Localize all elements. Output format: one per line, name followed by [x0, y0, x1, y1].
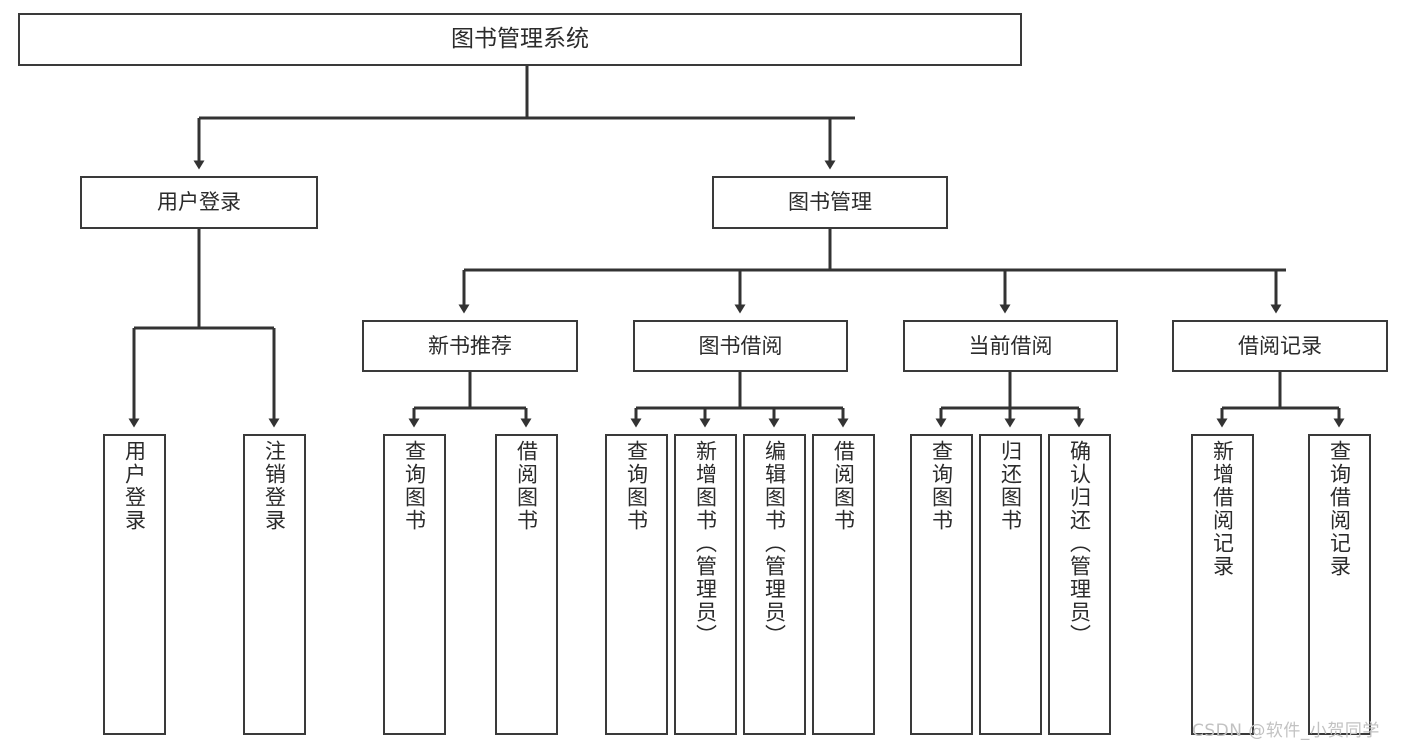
- node-borrow-records-label: 借阅记录: [1238, 333, 1322, 358]
- leaf-borrow-borrow-books[interactable]: 借阅图书: [812, 434, 875, 735]
- node-book-borrow[interactable]: 图书借阅: [633, 320, 848, 372]
- node-root-system[interactable]: 图书管理系统: [18, 13, 1022, 66]
- leaf-label: 用户登录: [122, 440, 147, 532]
- node-borrow-records[interactable]: 借阅记录: [1172, 320, 1388, 372]
- leaf-label: 查询图书: [402, 440, 427, 532]
- leaf-records-query-record[interactable]: 查询借阅记录: [1308, 434, 1371, 735]
- leaf-label: 编辑图书（管理员）: [762, 440, 787, 647]
- leaf-current-query-books[interactable]: 查询图书: [910, 434, 973, 735]
- leaf-current-return-books[interactable]: 归还图书: [979, 434, 1042, 735]
- node-root-label: 图书管理系统: [451, 25, 589, 52]
- node-new-book-recommend[interactable]: 新书推荐: [362, 320, 578, 372]
- leaf-borrow-query-books[interactable]: 查询图书: [605, 434, 668, 735]
- node-current-borrow-label: 当前借阅: [968, 333, 1053, 358]
- leaf-label: 查询借阅记录: [1327, 440, 1352, 578]
- leaf-label: 新增图书（管理员）: [693, 440, 718, 647]
- node-current-borrow[interactable]: 当前借阅: [903, 320, 1118, 372]
- leaf-borrow-add-book-admin[interactable]: 新增图书（管理员）: [674, 434, 737, 735]
- leaf-label: 借阅图书: [514, 440, 539, 532]
- csdn-watermark: CSDN @软件_小贺同学: [1192, 721, 1380, 741]
- node-user-login[interactable]: 用户登录: [80, 176, 318, 229]
- leaf-label: 归还图书: [998, 440, 1023, 532]
- node-book-management-label: 图书管理: [788, 190, 872, 215]
- leaf-label: 新增借阅记录: [1210, 440, 1235, 578]
- leaf-label: 注销登录: [262, 440, 287, 532]
- leaf-label: 借阅图书: [831, 440, 856, 532]
- leaf-records-add-record[interactable]: 新增借阅记录: [1191, 434, 1254, 735]
- leaf-current-confirm-return-admin[interactable]: 确认归还（管理员）: [1048, 434, 1111, 735]
- leaf-label: 查询图书: [929, 440, 954, 532]
- leaf-borrow-edit-book-admin[interactable]: 编辑图书（管理员）: [743, 434, 806, 735]
- leaf-login-logout[interactable]: 注销登录: [243, 434, 306, 735]
- node-user-login-label: 用户登录: [157, 190, 241, 215]
- leaf-new-query-books[interactable]: 查询图书: [383, 434, 446, 735]
- node-new-book-recommend-label: 新书推荐: [428, 333, 512, 358]
- leaf-label: 确认归还（管理员）: [1067, 440, 1092, 647]
- leaf-login-user-login[interactable]: 用户登录: [103, 434, 166, 735]
- node-book-management[interactable]: 图书管理: [712, 176, 948, 229]
- node-book-borrow-label: 图书借阅: [698, 333, 783, 358]
- leaf-label: 查询图书: [624, 440, 649, 532]
- leaf-new-borrow-books[interactable]: 借阅图书: [495, 434, 558, 735]
